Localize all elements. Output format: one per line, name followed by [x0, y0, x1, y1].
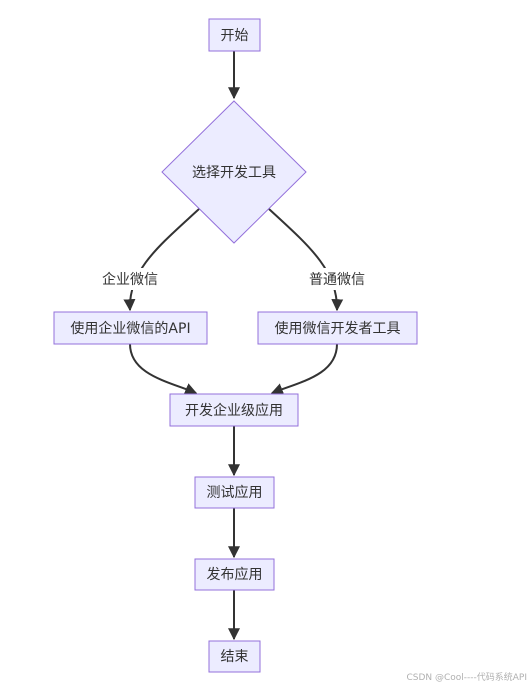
node-wechat-devtool-label: 使用微信开发者工具 [275, 320, 401, 337]
node-publish-app-label: 发布应用 [207, 566, 263, 583]
node-develop-app: 开发企业级应用 [169, 393, 299, 427]
edge-wechat-to-develop [270, 343, 338, 395]
node-publish-app: 发布应用 [194, 558, 275, 591]
node-start-label: 开始 [221, 28, 249, 44]
node-wechat-devtool: 使用微信开发者工具 [257, 311, 418, 345]
edge-choose-to-wecom [123, 208, 200, 312]
edge-label-wecom: 企业微信 [102, 271, 158, 288]
node-test-app-label: 测试应用 [207, 484, 263, 501]
watermark: CSDN @Cool----代码系统API [406, 673, 527, 683]
node-wecom-api-label: 使用企业微信的API [70, 320, 190, 337]
node-end-label: 结束 [221, 649, 249, 665]
node-wecom-api: 使用企业微信的API [53, 311, 208, 345]
node-develop-app-label: 开发企业级应用 [185, 402, 283, 419]
node-choose-tool-label: 选择开发工具 [192, 165, 276, 181]
edge-wecom-to-develop [129, 343, 198, 395]
node-end: 结束 [208, 640, 261, 673]
node-choose-tool: 选择开发工具 [161, 100, 307, 244]
node-start: 开始 [208, 18, 261, 52]
edge-label-wechat: 普通微信 [309, 272, 365, 288]
node-test-app: 测试应用 [194, 476, 275, 509]
edge-choose-to-wechat [268, 208, 344, 312]
